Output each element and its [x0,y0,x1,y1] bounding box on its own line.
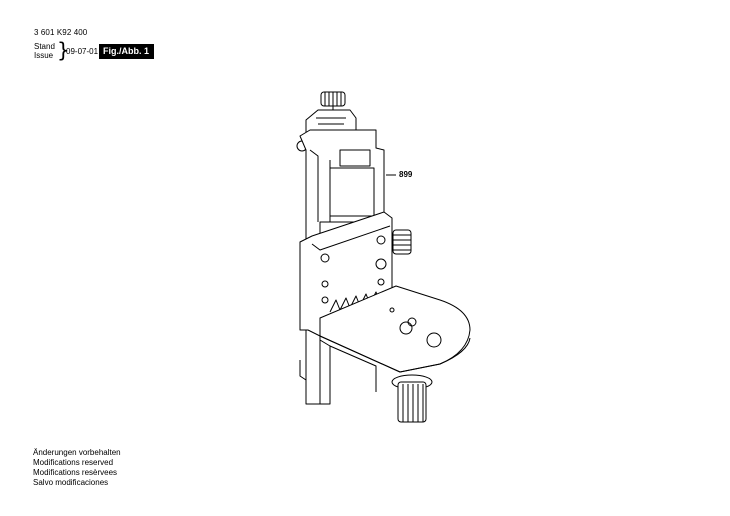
issue-label: Issue [34,51,54,60]
bottom-knob-icon [391,374,433,423]
stand-issue-labels: Stand Issue [34,42,55,60]
side-knob-icon [387,229,412,255]
footer-line: Änderungen vorbehalten [33,448,121,457]
stand-issue-block: Stand Issue } 09-07-01 [34,40,98,60]
part-number: 3 601 K92 400 [34,28,88,37]
issue-date: 09-07-01 [66,47,99,56]
footer-line: Modifications reserved [33,458,114,467]
footer-notice: Änderungen vorbehalten Modifications res… [33,448,121,488]
brace-icon: } [57,38,70,62]
callout-number: 899 [399,170,413,179]
figure-badge: Fig./Abb. 1 [99,44,154,59]
stand-label: Stand [34,42,55,51]
footer-line: Salvo modificaciones [33,478,109,487]
footer-line: Modifications resèrvees [33,468,118,477]
